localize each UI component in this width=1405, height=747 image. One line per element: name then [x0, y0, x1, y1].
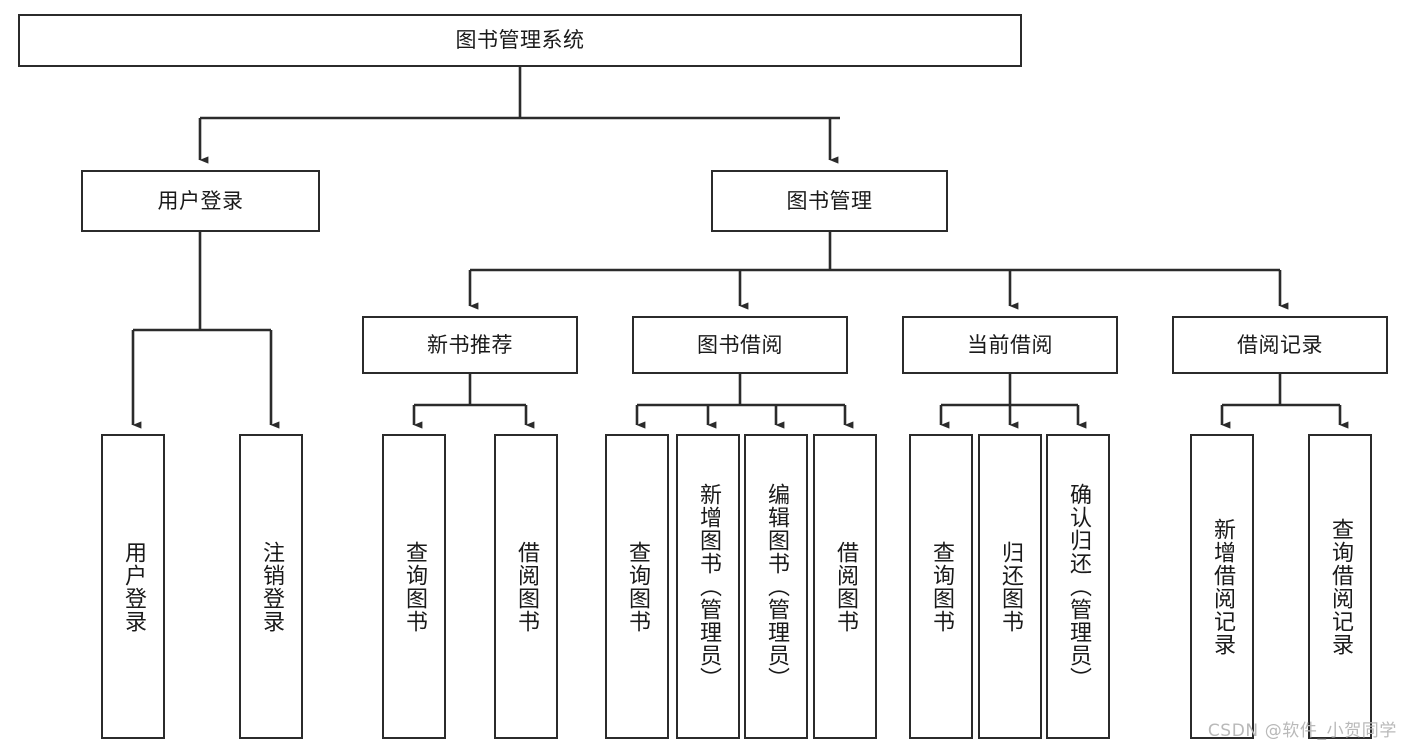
node-book-management[interactable]: 图书管理 [711, 170, 948, 232]
node-leaf-return-book[interactable]: 归还图书 [978, 434, 1042, 739]
node-leaf-query-book-2-label: 查询图书 [624, 540, 650, 633]
node-root[interactable]: 图书管理系统 [18, 14, 1022, 67]
node-leaf-return-book-label: 归还图书 [997, 540, 1023, 633]
node-book-borrow[interactable]: 图书借阅 [632, 316, 848, 374]
node-new-book-recommend-label: 新书推荐 [427, 332, 513, 357]
node-leaf-add-book-label: 新增图书（管理员） [695, 483, 721, 690]
node-leaf-user-login[interactable]: 用户登录 [101, 434, 165, 739]
node-book-borrow-label: 图书借阅 [697, 332, 783, 357]
node-leaf-borrow-book-1-label: 借阅图书 [513, 540, 539, 633]
node-leaf-user-login-label: 用户登录 [120, 540, 146, 633]
node-leaf-add-book[interactable]: 新增图书（管理员） [676, 434, 740, 739]
node-current-borrow[interactable]: 当前借阅 [902, 316, 1118, 374]
node-book-management-label: 图书管理 [786, 188, 873, 213]
node-leaf-edit-book[interactable]: 编辑图书（管理员） [744, 434, 808, 739]
node-new-book-recommend[interactable]: 新书推荐 [362, 316, 578, 374]
node-leaf-borrow-book-2[interactable]: 借阅图书 [813, 434, 877, 739]
node-leaf-query-record[interactable]: 查询借阅记录 [1308, 434, 1372, 739]
node-user-login[interactable]: 用户登录 [81, 170, 320, 232]
node-borrow-record-label: 借阅记录 [1237, 332, 1323, 357]
node-leaf-logout-login-label: 注销登录 [258, 540, 284, 633]
node-leaf-borrow-book-1[interactable]: 借阅图书 [494, 434, 558, 739]
node-leaf-confirm-return-label: 确认归还（管理员） [1065, 483, 1091, 690]
node-leaf-query-book-1[interactable]: 查询图书 [382, 434, 446, 739]
node-leaf-add-record-label: 新增借阅记录 [1209, 517, 1235, 656]
node-leaf-add-record[interactable]: 新增借阅记录 [1190, 434, 1254, 739]
node-leaf-query-book-1-label: 查询图书 [401, 540, 427, 633]
node-leaf-query-record-label: 查询借阅记录 [1327, 517, 1353, 656]
node-leaf-query-book-3[interactable]: 查询图书 [909, 434, 973, 739]
node-leaf-query-book-3-label: 查询图书 [928, 540, 954, 633]
node-leaf-confirm-return[interactable]: 确认归还（管理员） [1046, 434, 1110, 739]
node-leaf-logout-login[interactable]: 注销登录 [239, 434, 303, 739]
node-current-borrow-label: 当前借阅 [967, 332, 1053, 357]
node-leaf-query-book-2[interactable]: 查询图书 [605, 434, 669, 739]
node-user-login-label: 用户登录 [157, 188, 244, 213]
node-leaf-borrow-book-2-label: 借阅图书 [832, 540, 858, 633]
node-leaf-edit-book-label: 编辑图书（管理员） [763, 483, 789, 690]
node-borrow-record[interactable]: 借阅记录 [1172, 316, 1388, 374]
node-root-label: 图书管理系统 [455, 28, 585, 53]
